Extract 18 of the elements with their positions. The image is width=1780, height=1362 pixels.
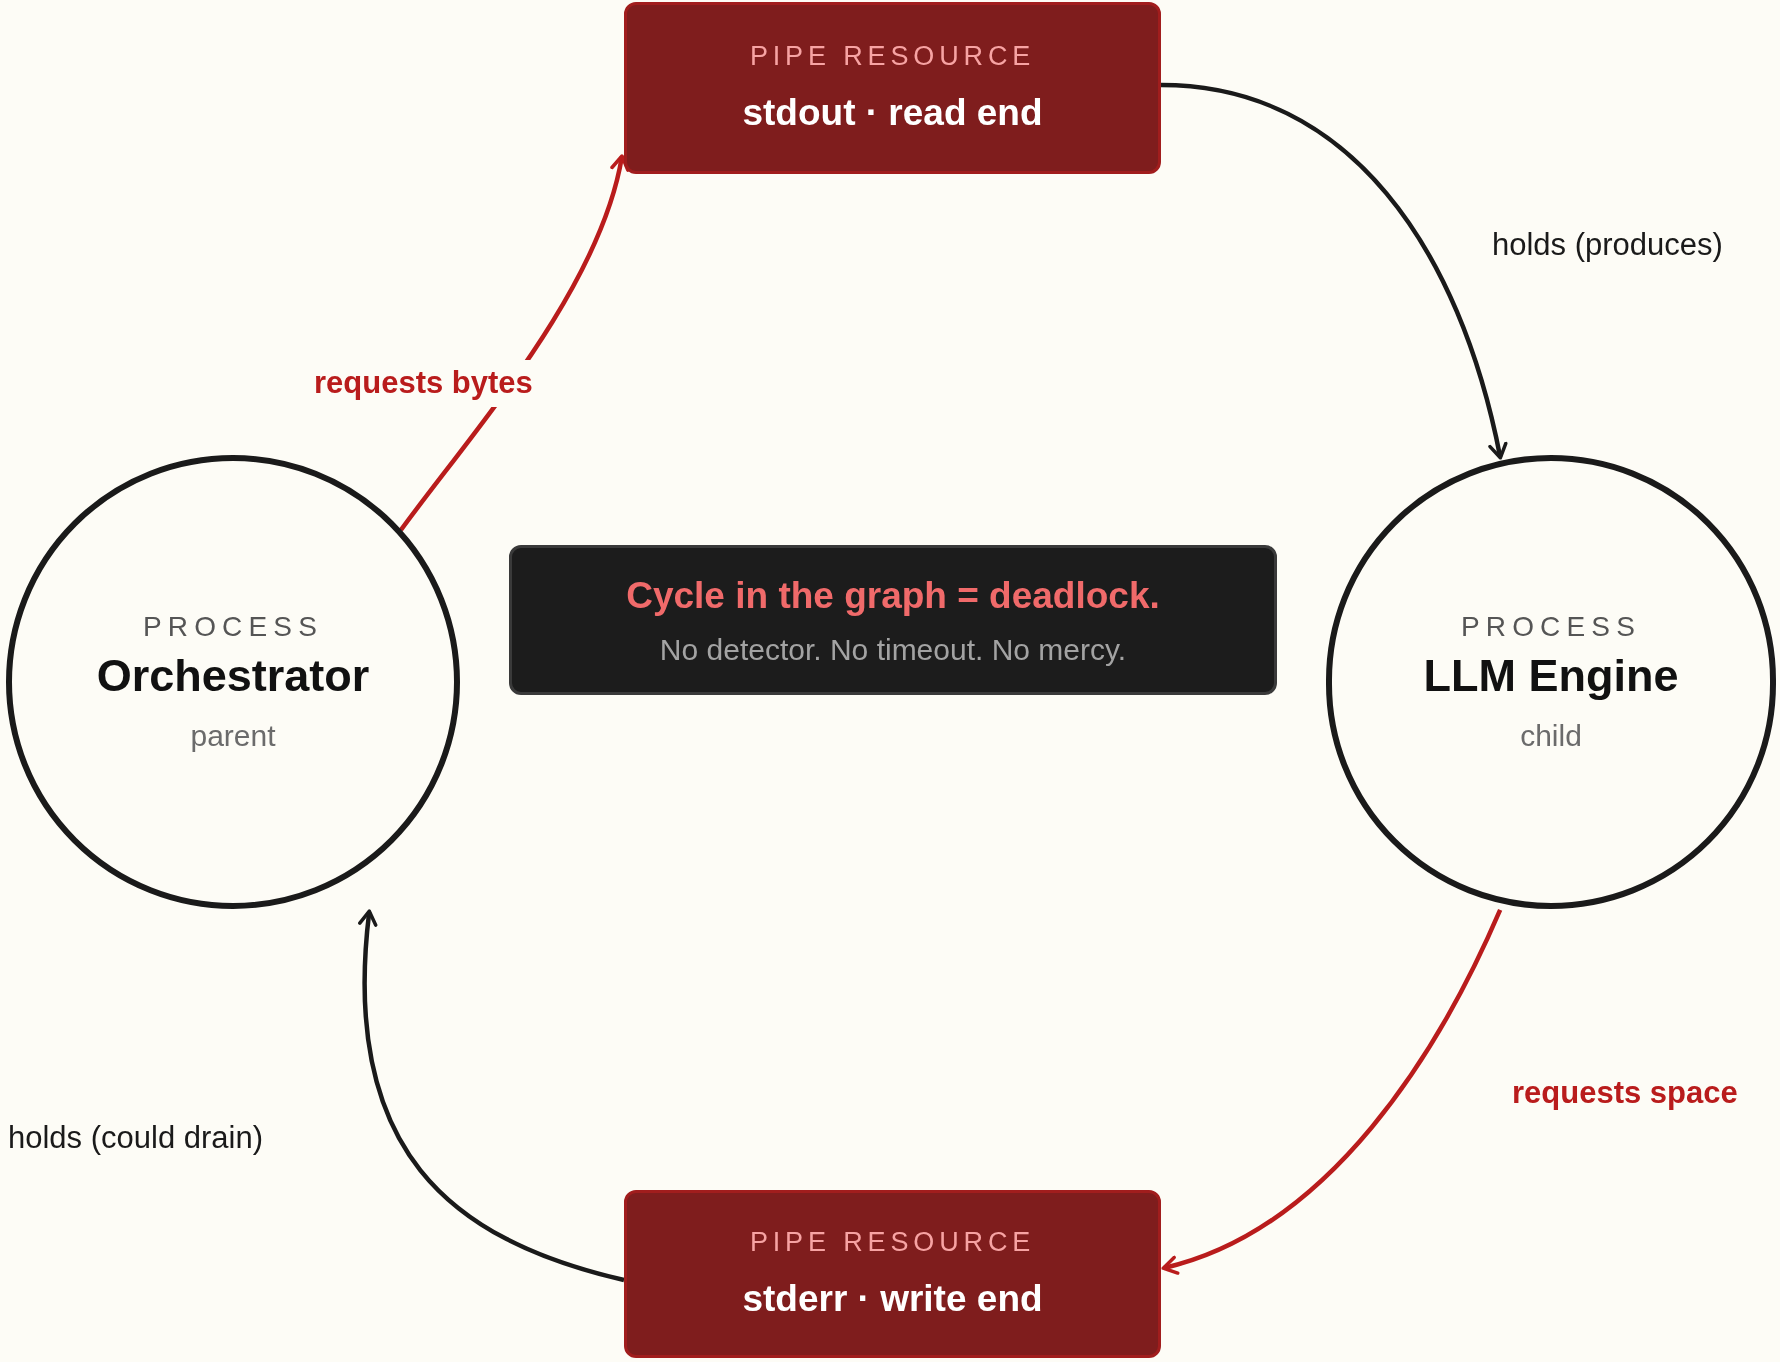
warning-note: No detector. No timeout. No mercy. xyxy=(659,632,1127,669)
pipe-resource-box xyxy=(624,1190,1161,1358)
pipe-resource-box xyxy=(624,2,1161,174)
warning-panel xyxy=(509,545,1277,695)
resource-type-label: PIPE RESOURCE xyxy=(749,40,1036,73)
resource-name: stderr · write end xyxy=(742,1276,1043,1321)
process-name: LLM Engine xyxy=(1423,649,1679,704)
resource-type-label: PIPE RESOURCE xyxy=(749,1226,1036,1259)
process-type-label: PROCESS xyxy=(1460,610,1641,645)
resource-name: stdout · read end xyxy=(742,90,1043,135)
arrow xyxy=(358,909,625,1283)
process-role: parent xyxy=(190,717,276,754)
arrow xyxy=(1161,909,1503,1274)
warning-title: Cycle in the graph = deadlock. xyxy=(626,573,1160,618)
arrow xyxy=(399,154,629,532)
process-name: Orchestrator xyxy=(96,649,370,704)
process-type-label: PROCESS xyxy=(142,610,323,645)
process-role: child xyxy=(1520,717,1582,754)
